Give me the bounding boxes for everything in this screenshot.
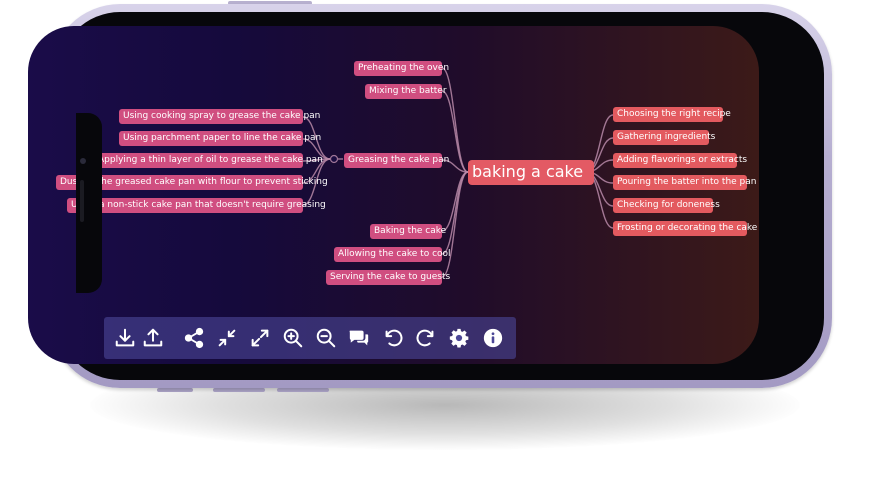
upload-icon[interactable] — [142, 327, 164, 349]
link-mixing — [441, 90, 469, 173]
download-icon[interactable] — [114, 327, 136, 349]
node-grease-flour[interactable]: Dusting the greased cake pan with flour … — [56, 175, 328, 190]
node-preheating[interactable]: Preheating the oven — [354, 61, 449, 76]
zoom-out-icon[interactable] — [315, 327, 337, 349]
node-ingredients[interactable]: Gathering ingredients — [613, 130, 715, 145]
node-serving[interactable]: Serving the cake to guests — [326, 270, 450, 285]
info-icon[interactable] — [482, 327, 504, 349]
node-recipe[interactable]: Choosing the right recipe — [613, 107, 731, 122]
device-volume-up-button — [157, 388, 193, 392]
node-grease-parchment[interactable]: Using parchment paper to line the cake p… — [119, 131, 321, 146]
node-flavorings[interactable]: Adding flavorings or extracts — [613, 153, 747, 168]
node-doneness[interactable]: Checking for doneness — [613, 198, 720, 213]
link-cooling — [441, 171, 469, 255]
device-volume-down-button — [213, 388, 265, 392]
link-serving — [441, 171, 469, 278]
grease-collapse-handle — [329, 154, 339, 164]
comments-icon[interactable] — [348, 327, 370, 349]
node-baking[interactable]: Baking the cake — [370, 224, 446, 239]
node-cooling[interactable]: Allowing the cake to cool — [334, 247, 451, 262]
device-power-button — [277, 388, 329, 392]
redo-icon[interactable] — [415, 327, 437, 349]
node-mixing[interactable]: Mixing the batter — [365, 84, 447, 99]
toolbar — [104, 317, 516, 359]
node-greasing[interactable]: Greasing the cake pan — [344, 153, 449, 168]
node-pouring[interactable]: Pouring the batter into the pan — [613, 175, 756, 190]
node-root[interactable]: baking a cake — [468, 160, 594, 185]
device-camera — [80, 158, 86, 164]
link-greasing — [441, 159, 469, 173]
gear-icon[interactable] — [448, 327, 470, 349]
compress-icon[interactable] — [216, 327, 238, 349]
expand-icon[interactable] — [249, 327, 271, 349]
node-grease-spray[interactable]: Using cooking spray to grease the cake p… — [119, 109, 320, 124]
link-grease-5 — [302, 158, 331, 206]
mindmap-links — [302, 67, 614, 278]
node-frosting[interactable]: Frosting or decorating the cake — [613, 221, 757, 236]
app-screen: Preheating the oven Mixing the batter Gr… — [28, 26, 759, 364]
share-icon[interactable] — [183, 327, 205, 349]
zoom-in-icon[interactable] — [282, 327, 304, 349]
device-top-button — [228, 1, 312, 5]
device-speaker — [80, 180, 84, 222]
undo-icon[interactable] — [382, 327, 404, 349]
node-grease-oil[interactable]: Applying a thin layer of oil to grease t… — [94, 153, 323, 168]
node-grease-nonstick[interactable]: Using a non-stick cake pan that doesn't … — [67, 198, 326, 213]
